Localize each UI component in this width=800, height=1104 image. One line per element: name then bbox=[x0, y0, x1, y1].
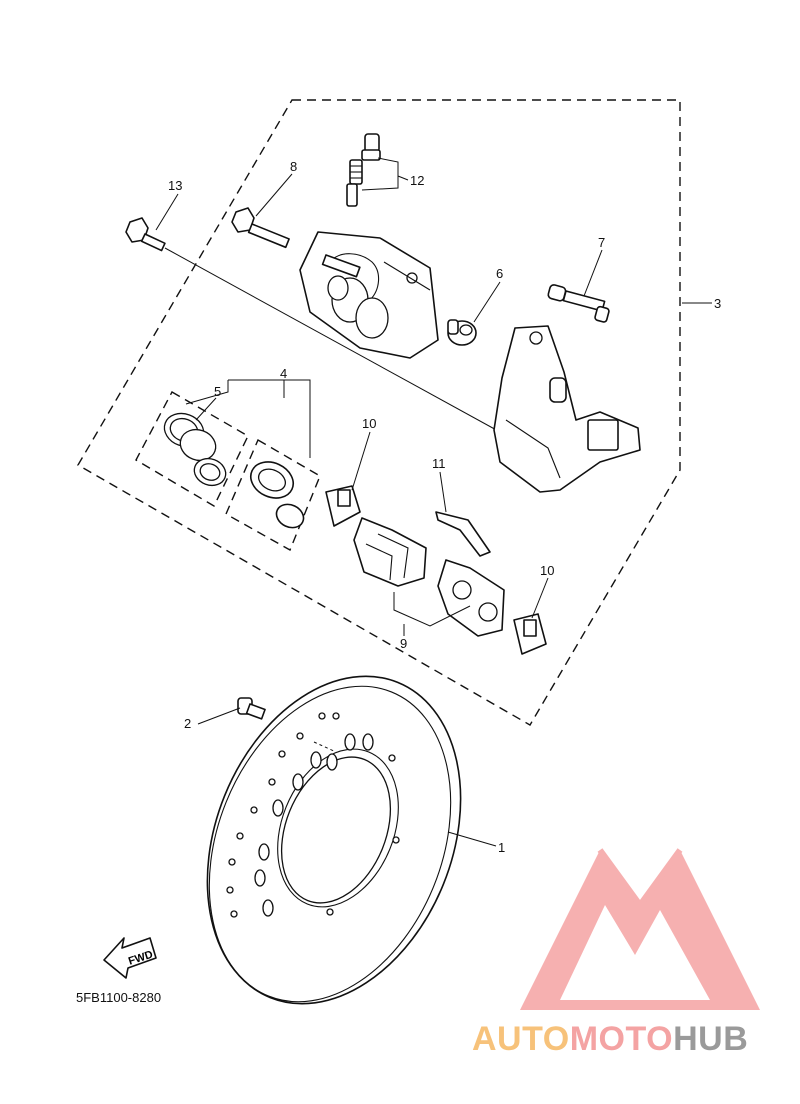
pad-spring-11 bbox=[435, 511, 491, 557]
callout-3: 3 bbox=[714, 296, 721, 311]
callout-1: 1 bbox=[498, 840, 505, 855]
disc-bolt-2 bbox=[237, 697, 266, 720]
brake-pad-9a bbox=[353, 517, 427, 587]
boot-6 bbox=[447, 319, 477, 346]
seal-kit-box bbox=[135, 391, 249, 507]
pin-7 bbox=[547, 284, 610, 323]
caliper-bracket bbox=[493, 325, 641, 493]
fwd-arrow-icon: FWD bbox=[103, 937, 157, 979]
callout-10b: 10 bbox=[540, 563, 554, 578]
callout-13: 13 bbox=[168, 178, 182, 193]
callout-7: 7 bbox=[598, 235, 605, 250]
callout-9: 9 bbox=[400, 636, 407, 651]
brake-pad-9b bbox=[437, 559, 505, 637]
brake-disc-1 bbox=[206, 675, 462, 1005]
callout-10a: 10 bbox=[362, 416, 376, 431]
caliper-assembly-boundary bbox=[77, 99, 681, 726]
bleed-screw-12 bbox=[346, 133, 381, 207]
piston-4 bbox=[250, 461, 305, 529]
disc-vent-holes bbox=[226, 712, 400, 918]
drawing-code: 5FB1100-8280 bbox=[76, 990, 162, 1005]
callout-2: 2 bbox=[184, 716, 191, 731]
bolt-13 bbox=[125, 217, 166, 252]
bolt-8 bbox=[231, 207, 290, 249]
callout-8: 8 bbox=[290, 159, 297, 174]
watermark-logo-icon bbox=[520, 848, 760, 1010]
watermark-text-part1: AUTO bbox=[472, 1020, 570, 1058]
piston-box bbox=[225, 438, 321, 551]
pad-clip-10a bbox=[325, 485, 361, 527]
watermark-text-part3: HUB bbox=[673, 1020, 749, 1058]
caliper-body bbox=[299, 231, 439, 359]
callout-4: 4 bbox=[280, 366, 287, 381]
pad-clip-10b bbox=[513, 613, 547, 655]
seal-kit-5 bbox=[163, 412, 227, 487]
callout-12: 12 bbox=[410, 173, 424, 188]
watermark-text-part2: MOTO bbox=[569, 1020, 674, 1058]
callout-11: 11 bbox=[432, 456, 446, 471]
watermark-text: AUTOMOTOHUB bbox=[472, 1020, 748, 1059]
callout-5: 5 bbox=[214, 384, 221, 399]
callout-6: 6 bbox=[496, 266, 503, 281]
